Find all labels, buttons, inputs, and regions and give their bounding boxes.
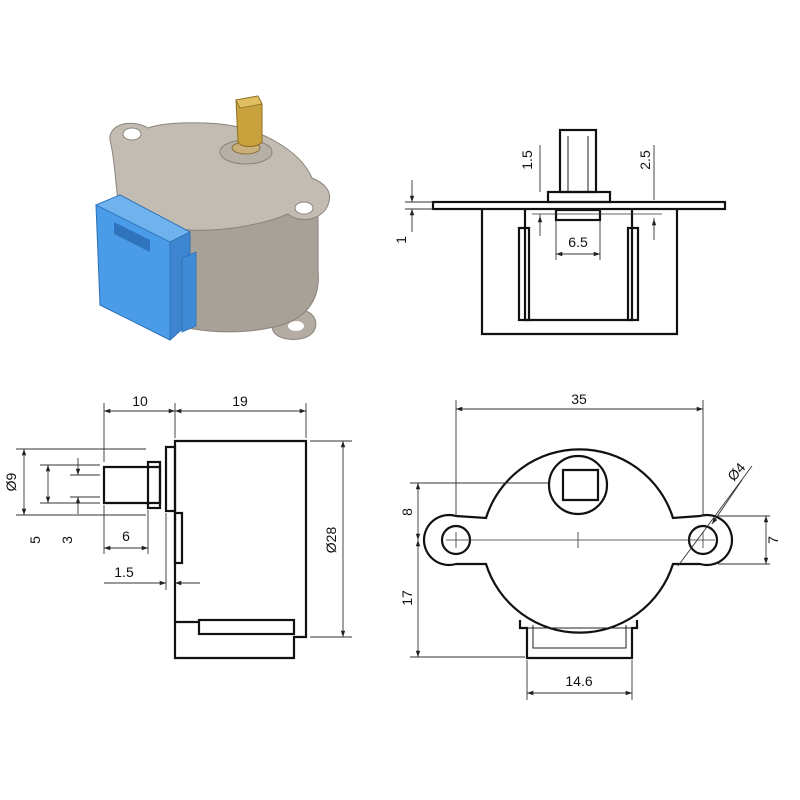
dim-label-7: 7 xyxy=(765,536,781,544)
dim-label-o28: Ø28 xyxy=(323,527,339,554)
dim-label-14-6: 14.6 xyxy=(565,673,592,689)
dim-label-10: 10 xyxy=(132,393,148,409)
top-view-slot xyxy=(554,208,602,222)
top-view-body xyxy=(480,209,679,336)
top-view: 1.5 2.5 1 6.5 xyxy=(393,128,727,336)
dim-label-1: 1 xyxy=(393,236,409,244)
dim-label-1-5: 1.5 xyxy=(519,150,535,170)
side-view-body xyxy=(173,439,308,660)
dim-label-35: 35 xyxy=(571,391,587,407)
side-view: 10 19 Ø9 5 3 6 1.5 Ø28 xyxy=(3,393,352,660)
top-view-shaft xyxy=(558,128,598,194)
side-view-flange xyxy=(164,445,177,513)
dim-label-6-5: 6.5 xyxy=(568,234,588,250)
front-view-outline xyxy=(422,448,734,634)
dim-label-o4: Ø4 xyxy=(724,459,749,484)
front-view-boss xyxy=(547,454,609,516)
side-view-shaft xyxy=(102,465,162,505)
dim-label-8: 8 xyxy=(399,508,415,516)
dim-label-3: 3 xyxy=(59,536,75,544)
dim-label-1-5-side: 1.5 xyxy=(114,564,134,580)
top-view-boss xyxy=(546,190,612,204)
motor-3d-render xyxy=(95,95,330,341)
dim-label-5: 5 xyxy=(27,536,43,544)
front-view: 35 Ø4 8 17 7 14.6 xyxy=(399,391,781,700)
dim-label-19: 19 xyxy=(232,393,248,409)
top-view-flange xyxy=(431,200,727,211)
front-view-connector xyxy=(518,620,639,660)
dim-label-6: 6 xyxy=(122,528,130,544)
dim-label-17: 17 xyxy=(399,590,415,606)
dim-label-2-5: 2.5 xyxy=(637,150,653,170)
dim-label-o9: Ø9 xyxy=(3,472,19,491)
